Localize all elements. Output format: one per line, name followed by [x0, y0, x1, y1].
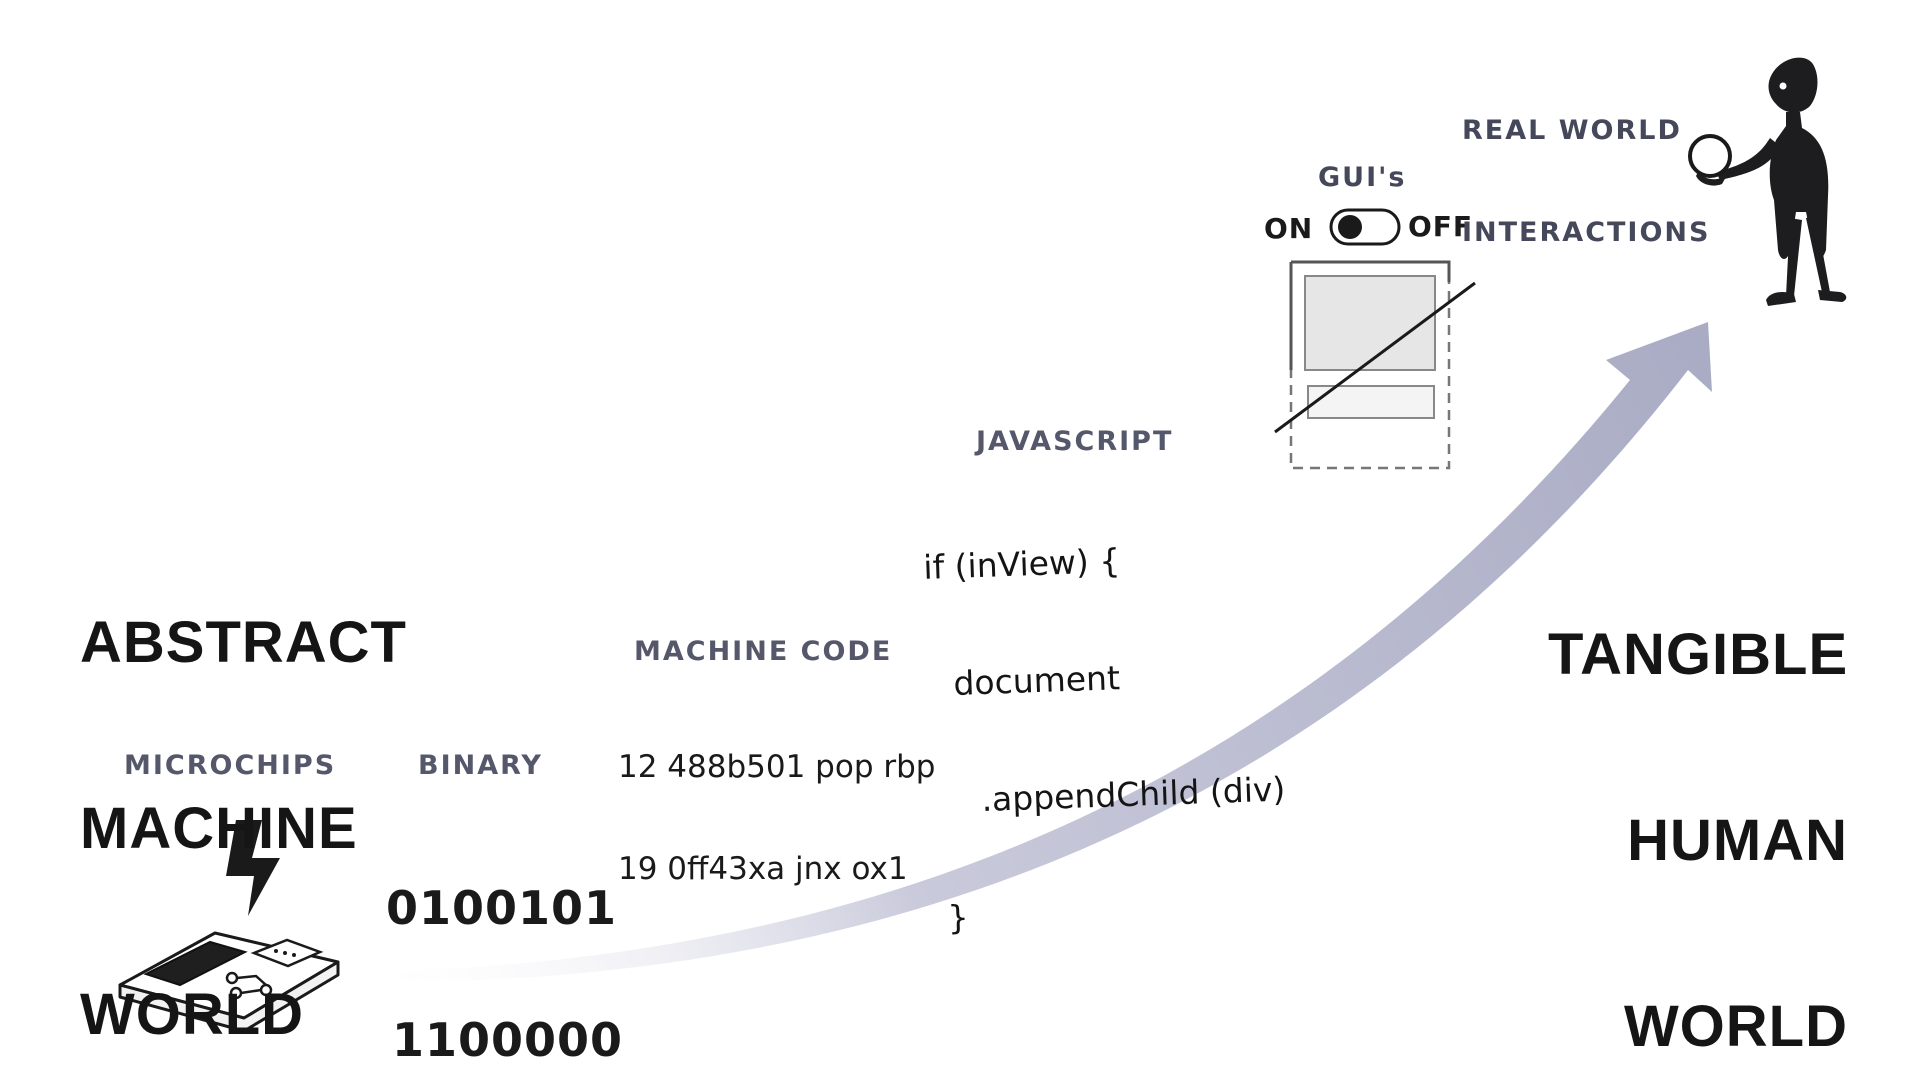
binary-line: 0100101: [386, 881, 618, 935]
machine-code-label: MACHINE CODE: [634, 636, 893, 667]
ball-icon: [1688, 134, 1732, 178]
gui-window-icon: [1274, 260, 1476, 470]
javascript-line: if (inView) {: [922, 541, 1121, 587]
title-line: TANGIBLE: [1548, 622, 1849, 687]
binary-label: BINARY: [418, 750, 543, 781]
toggle-switch: [1329, 208, 1401, 246]
javascript-line: document: [952, 658, 1121, 703]
javascript-line: }: [946, 897, 970, 938]
toggle-on-label: ON: [1264, 212, 1314, 245]
javascript-code-block: if (inView) { document .appendChild (div…: [920, 458, 1291, 977]
title-line: ABSTRACT: [80, 610, 407, 675]
binary-line: 1100000: [392, 1013, 624, 1067]
title-line: HUMAN: [1627, 808, 1848, 873]
tangible-human-world-title: TANGIBLE HUMAN WORLD: [1548, 500, 1848, 1080]
abstract-machine-world-title: ABSTRACT MACHINE WORLD: [80, 488, 407, 1080]
machine-code-line: 12 488b501 pop rbp: [618, 749, 936, 785]
machine-code-line: 19 0ff43xa jnx ox1: [618, 851, 908, 887]
microchips-label: MICROCHIPS: [124, 750, 337, 781]
real-world-line: REAL WORLD: [1462, 115, 1682, 146]
person-icon: [1688, 57, 1847, 306]
title-line: WORLD: [1623, 994, 1848, 1059]
microchip-icon: [118, 820, 340, 1033]
binary-digits: 0100101 1100000: [386, 798, 623, 1080]
gui-label: GUI's: [1318, 162, 1407, 193]
progress-arrow: [370, 322, 1712, 983]
javascript-label: JAVASCRIPT: [976, 426, 1174, 457]
real-world-interactions-label: REAL WORLD INTERACTIONS: [1462, 46, 1710, 284]
javascript-line: .appendChild (div): [980, 769, 1286, 820]
machine-code-block: 12 488b501 pop rbp 19 0ff43xa jnx ox1: [618, 682, 935, 920]
lightning-icon: [226, 820, 280, 916]
toggle-off-label: OFF: [1408, 210, 1474, 243]
title-line: MACHINE: [80, 796, 358, 861]
title-line: WORLD: [80, 982, 305, 1047]
real-world-line: INTERACTIONS: [1462, 217, 1711, 248]
